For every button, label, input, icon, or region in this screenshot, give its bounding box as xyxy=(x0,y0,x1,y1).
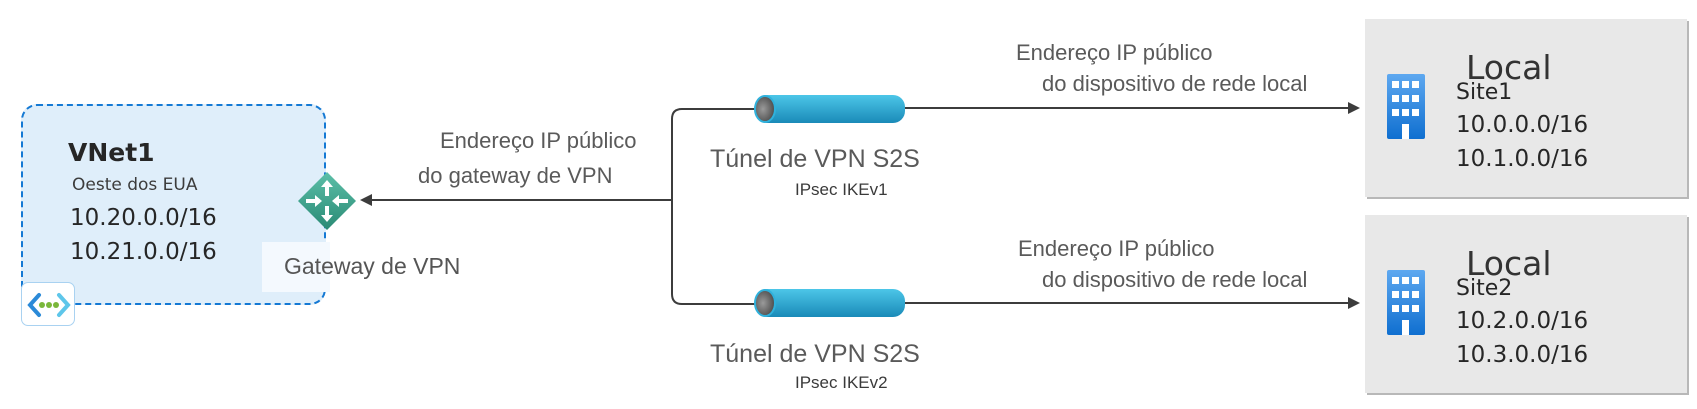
vnet-address-space: 10.20.0.0/16 xyxy=(70,205,217,231)
tunnel-bus-line xyxy=(671,108,764,305)
tunnel2-protocol: IPsec IKEv2 xyxy=(795,373,888,392)
site1-address-space: 10.0.0.0/16 xyxy=(1456,112,1589,138)
vnet-address-space: 10.21.0.0/16 xyxy=(70,239,217,265)
tunnel1-protocol: IPsec IKEv1 xyxy=(795,180,888,199)
site2-public-ip-label-2: do dispositivo de rede local xyxy=(1042,267,1308,292)
gateway-public-ip-label: Endereço IP público xyxy=(440,128,637,153)
site1-public-ip-label-2: do dispositivo de rede local xyxy=(1042,71,1308,96)
gateway-label-background xyxy=(262,242,330,292)
tunnel-icon xyxy=(754,95,905,123)
vnet-name: VNet1 xyxy=(68,138,155,167)
site2-address-space: 10.2.0.0/16 xyxy=(1456,308,1589,334)
building-icon xyxy=(1387,74,1425,139)
site1-public-ip-label: Endereço IP público xyxy=(1016,40,1213,65)
site2-title: Local xyxy=(1466,244,1552,283)
site2-public-ip-label: Endereço IP público xyxy=(1018,236,1215,261)
site2-address-space: 10.3.0.0/16 xyxy=(1456,342,1589,368)
gateway-label: Gateway de VPN xyxy=(284,253,461,279)
site1-address-space: 10.1.0.0/16 xyxy=(1456,146,1589,172)
tunnel2-label: Túnel de VPN S2S xyxy=(710,340,920,368)
tunnel-icon xyxy=(754,289,905,317)
tunnel1-label: Túnel de VPN S2S xyxy=(710,145,920,173)
building-icon xyxy=(1387,270,1425,335)
virtual-network-icon xyxy=(21,282,75,326)
site1-name: Site1 xyxy=(1456,80,1513,105)
site1-title: Local xyxy=(1466,48,1552,87)
vnet-region: Oeste dos EUA xyxy=(72,175,198,195)
site2-name: Site2 xyxy=(1456,276,1513,301)
gateway-public-ip-label-2: do gateway de VPN xyxy=(418,163,613,188)
vpn-gateway-icon[interactable] xyxy=(296,170,358,232)
